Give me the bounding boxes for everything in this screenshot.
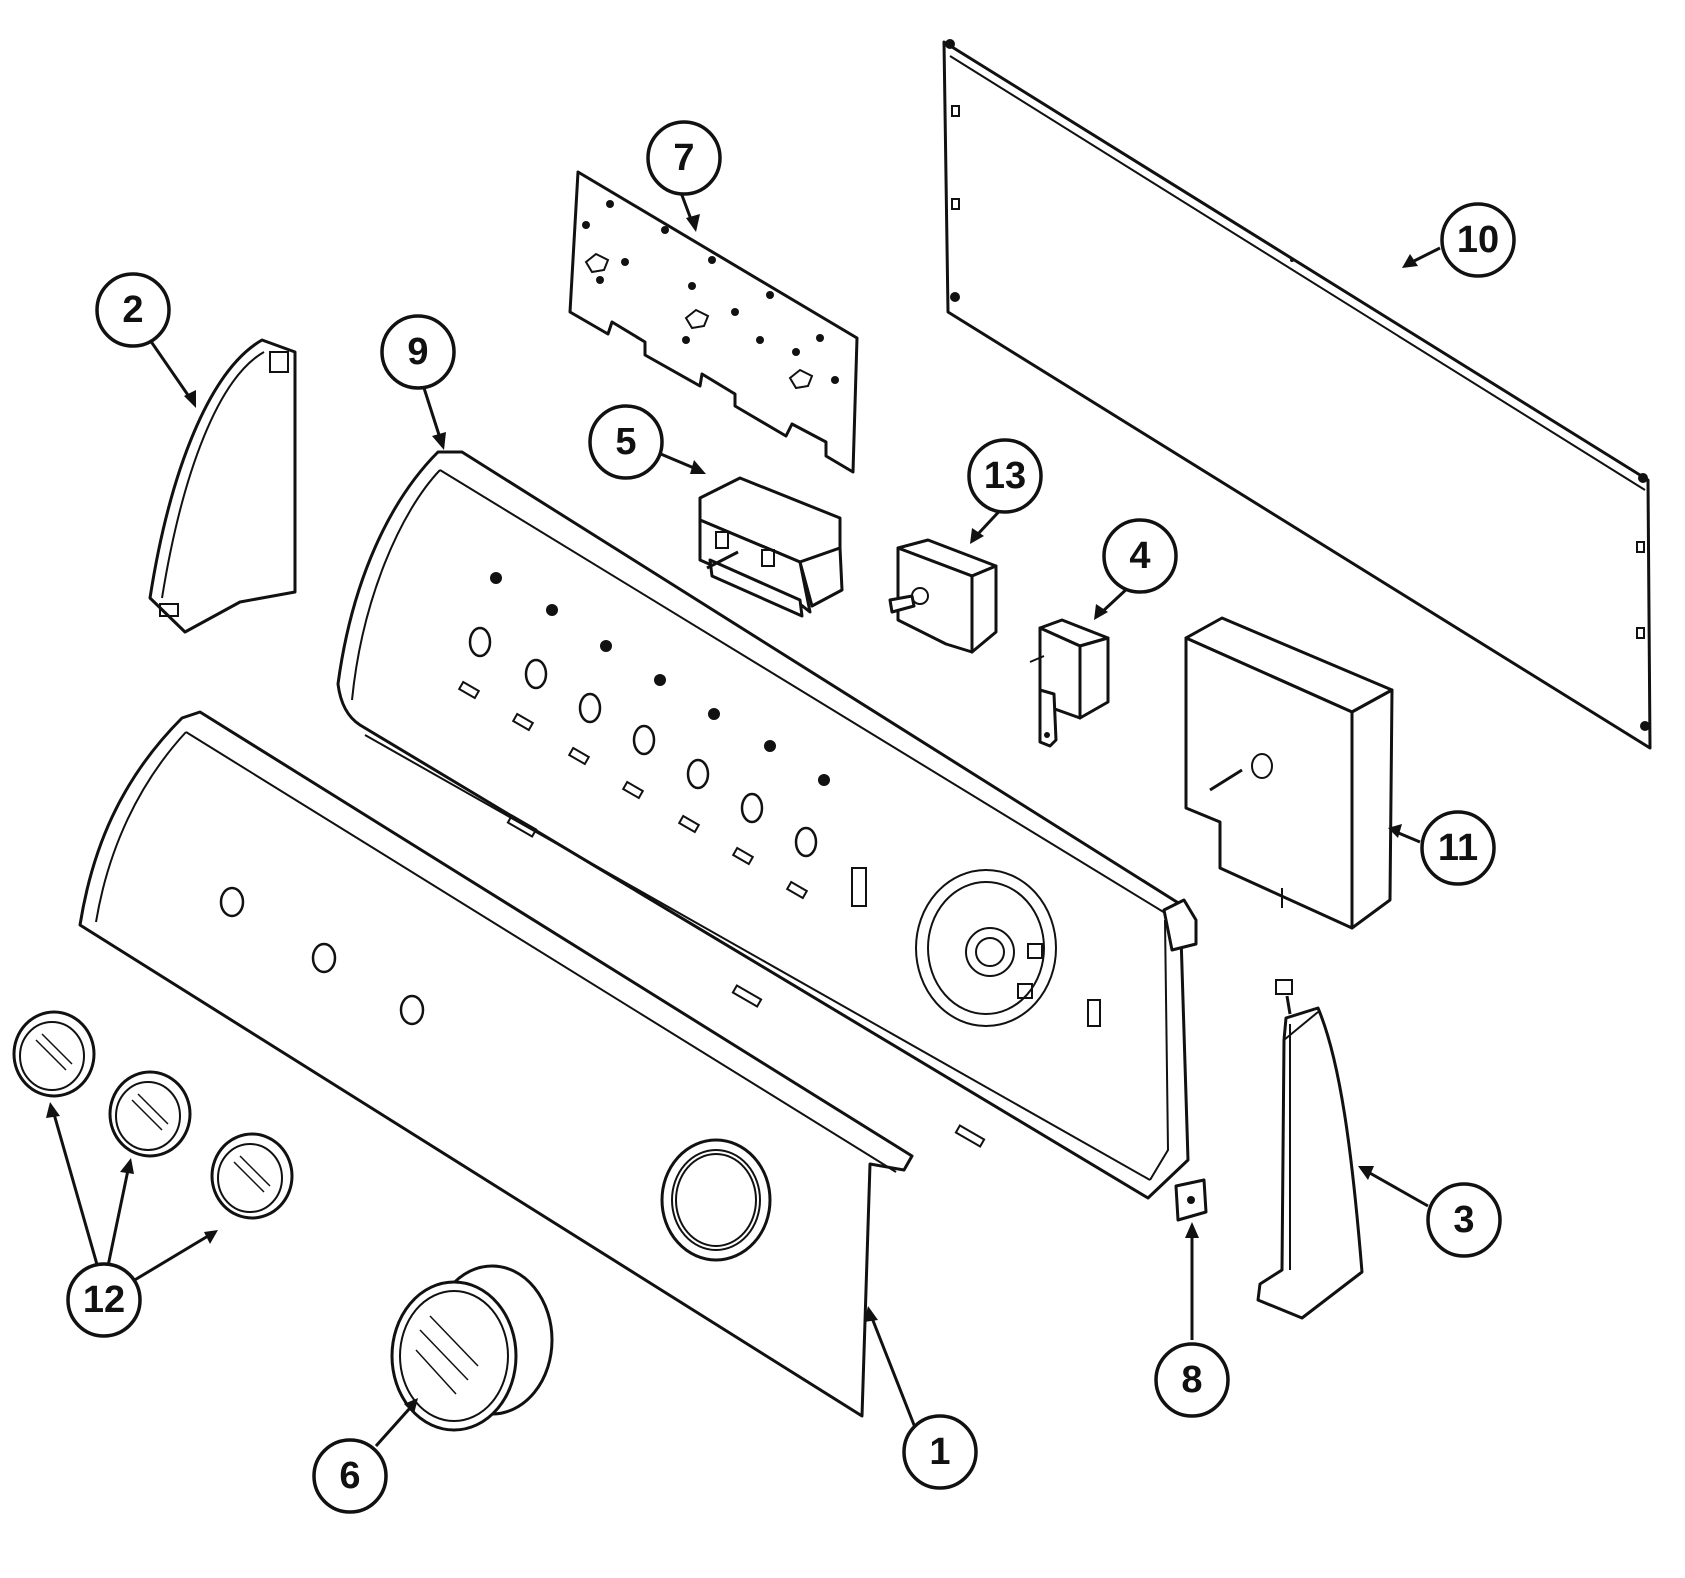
leader-10 xyxy=(1411,246,1441,264)
callout-label-2: 2 xyxy=(122,289,143,331)
part-6-large-knob xyxy=(390,1264,554,1432)
callout-label-10: 10 xyxy=(1457,219,1499,261)
callout-6: 6 xyxy=(312,1438,388,1514)
callout-11: 11 xyxy=(1420,810,1496,886)
callout-12: 12 xyxy=(66,1262,142,1338)
callout-label-11: 11 xyxy=(1438,827,1478,869)
callout-label-3: 3 xyxy=(1453,1199,1474,1241)
leader-1 xyxy=(870,1317,918,1431)
leader-9 xyxy=(422,387,442,439)
leader-2 xyxy=(148,339,192,399)
callout-3: 3 xyxy=(1426,1182,1502,1258)
part-7-circuit-board xyxy=(568,170,859,474)
callout-label-9: 9 xyxy=(407,331,428,373)
callout-8: 8 xyxy=(1154,1342,1230,1418)
callout-10: 10 xyxy=(1440,202,1516,278)
callout-label-13: 13 xyxy=(984,455,1026,497)
leader-12c xyxy=(127,1234,209,1286)
callout-label-8: 8 xyxy=(1181,1359,1202,1401)
callout-5: 5 xyxy=(588,404,664,480)
callout-label-7: 7 xyxy=(673,137,694,179)
leader-11 xyxy=(1395,830,1421,844)
leader-6 xyxy=(374,1406,412,1448)
part-4-connector xyxy=(1029,618,1110,748)
leader-3 xyxy=(1367,1170,1429,1208)
part-2-left-end-cap xyxy=(148,338,297,634)
callout-13: 13 xyxy=(967,438,1043,514)
part-13-switch xyxy=(888,538,998,654)
callout-label-5: 5 xyxy=(615,421,636,463)
part-3-right-end-cap xyxy=(1256,979,1364,1320)
part-12-small-knobs xyxy=(12,1010,294,1220)
callout-9: 9 xyxy=(380,314,456,390)
callout-label-6: 6 xyxy=(339,1455,360,1497)
leader-12b xyxy=(106,1169,130,1267)
leader-12a xyxy=(52,1113,100,1269)
callout-1: 1 xyxy=(902,1414,978,1490)
part-1-front-panel xyxy=(78,710,914,1418)
leader-5 xyxy=(655,450,695,470)
part-10-rear-panel xyxy=(942,39,1652,750)
part-8-clip xyxy=(1174,1178,1208,1222)
callout-label-12: 12 xyxy=(83,1279,125,1321)
callout-4: 4 xyxy=(1102,518,1178,594)
part-11-timer-box xyxy=(1184,616,1394,930)
callout-label-4: 4 xyxy=(1129,535,1150,577)
callout-7: 7 xyxy=(646,120,722,196)
part-5-selector-switch xyxy=(698,476,844,618)
part-9-control-console xyxy=(336,450,1198,1200)
callout-label-1: 1 xyxy=(929,1431,950,1473)
callout-2: 2 xyxy=(95,272,171,348)
